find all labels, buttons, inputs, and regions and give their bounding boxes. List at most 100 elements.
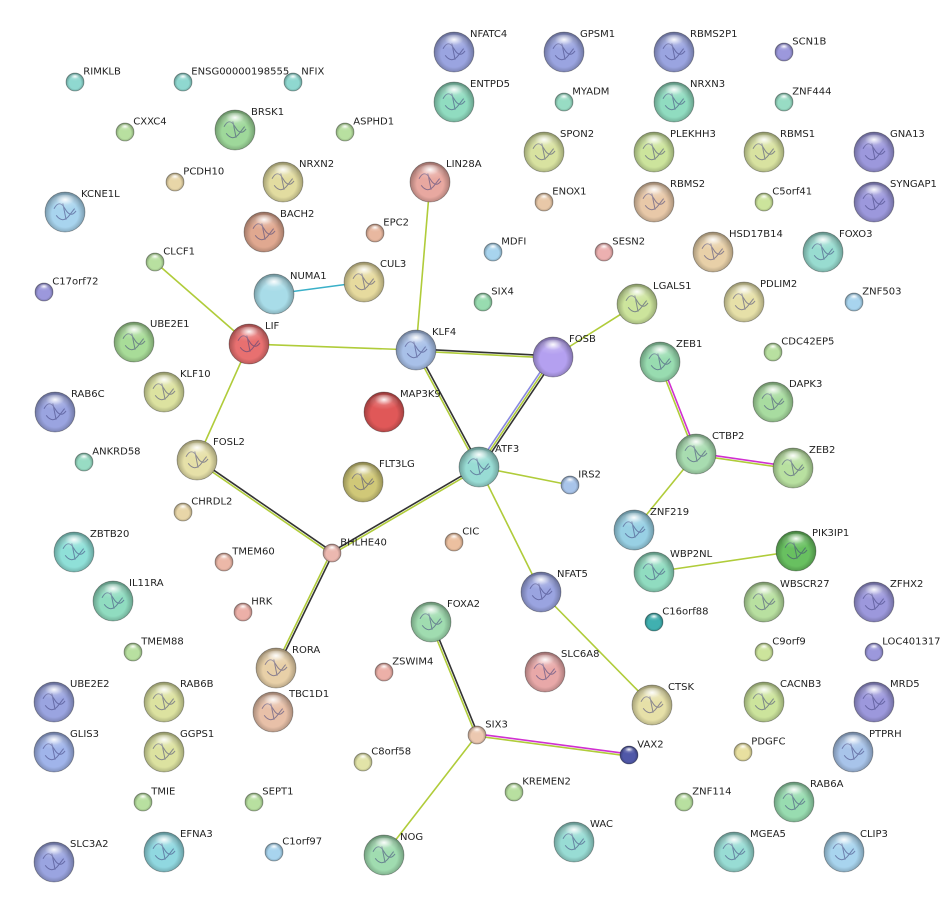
node-gna13[interactable]: GNA13 [853, 129, 925, 173]
node-c5orf41[interactable]: C5orf41 [754, 187, 812, 212]
node-rbms2p1[interactable]: RBMS2P1 [653, 29, 738, 73]
node-nfat5[interactable]: NFAT5 [520, 569, 588, 613]
node-kremen2[interactable]: KREMEN2 [504, 777, 571, 802]
node-nfatc4[interactable]: NFATC4 [433, 29, 507, 73]
node-znf219[interactable]: ZNF219 [613, 507, 689, 551]
node-myadm[interactable]: MYADM [554, 87, 609, 112]
node-klf10[interactable]: KLF10 [143, 369, 211, 413]
node-loc401317[interactable]: LOC401317 [864, 637, 941, 662]
node-plekhh3[interactable]: PLEKHH3 [633, 129, 716, 173]
node-map3k9[interactable]: MAP3K9 [363, 389, 441, 433]
node-vax2[interactable]: VAX2 [619, 740, 664, 765]
node-znf444[interactable]: ZNF444 [774, 87, 831, 112]
node-lin28a[interactable]: LIN28A [409, 159, 482, 203]
node-rab6c[interactable]: RAB6C [34, 389, 105, 433]
node-foxo3[interactable]: FOXO3 [802, 229, 872, 273]
node-zfhx2[interactable]: ZFHX2 [853, 579, 923, 623]
node-sesn2[interactable]: SESN2 [594, 237, 645, 262]
node-nog[interactable]: NOG [363, 832, 423, 876]
node-lif[interactable]: LIF [228, 321, 280, 365]
node-mdfi[interactable]: MDFI [483, 237, 526, 262]
node-slc3a2[interactable]: SLC3A2 [33, 839, 108, 883]
node-ube2e1[interactable]: UBE2E1 [113, 319, 190, 363]
node-mrd5[interactable]: MRD5 [853, 679, 920, 723]
node-zbtb20[interactable]: ZBTB20 [53, 529, 129, 573]
node-ctsk[interactable]: CTSK [631, 682, 694, 726]
node-fosb[interactable]: FOSB [532, 334, 596, 378]
node-pdgfc[interactable]: PDGFC [733, 737, 786, 762]
node-hsd17b14[interactable]: HSD17B14 [692, 229, 783, 273]
node-ankrd58[interactable]: ANKRD58 [74, 447, 141, 472]
node-nrxn2[interactable]: NRXN2 [262, 159, 334, 203]
node-klf4[interactable]: KLF4 [395, 327, 456, 371]
node-foxa2[interactable]: FOXA2 [410, 599, 480, 643]
node-nrxn3[interactable]: NRXN3 [653, 79, 725, 123]
node-flt3lg[interactable]: FLT3LG [342, 459, 415, 503]
node-chrdl2[interactable]: CHRDL2 [173, 497, 232, 522]
node-bach2[interactable]: BACH2 [243, 209, 314, 253]
node-cdc42ep5[interactable]: CDC42EP5 [763, 337, 834, 362]
node-tmem60[interactable]: TMEM60 [214, 547, 275, 572]
node-znf503[interactable]: ZNF503 [844, 287, 901, 312]
node-cul3[interactable]: CUL3 [343, 259, 406, 303]
node-zswim4[interactable]: ZSWIM4 [374, 657, 433, 682]
node-wbscr27[interactable]: WBSCR27 [743, 579, 830, 623]
node-fosl2[interactable]: FOSL2 [176, 437, 245, 481]
node-scn1b[interactable]: SCN1B [774, 37, 826, 62]
node-rbms1[interactable]: RBMS1 [743, 129, 815, 173]
node-gpsm1[interactable]: GPSM1 [543, 29, 615, 73]
node-tmem88[interactable]: TMEM88 [123, 637, 184, 662]
node-ptprh[interactable]: PTPRH [832, 729, 902, 773]
node-slc6a8[interactable]: SLC6A8 [524, 649, 599, 693]
node-lgals1[interactable]: LGALS1 [616, 281, 691, 325]
node-atf3[interactable]: ATF3 [458, 444, 519, 488]
node-syngap1[interactable]: SYNGAP1 [853, 179, 937, 223]
node-c8orf58[interactable]: C8orf58 [353, 747, 411, 772]
node-pcdh10[interactable]: PCDH10 [165, 167, 224, 192]
node-epc2[interactable]: EPC2 [365, 218, 409, 243]
node-ggps1[interactable]: GGPS1 [143, 729, 214, 773]
node-brsk1[interactable]: BRSK1 [214, 107, 284, 151]
node-six4[interactable]: SIX4 [473, 287, 514, 312]
node-ensg00000198555[interactable]: ENSG00000198555 [173, 67, 289, 92]
node-entpd5[interactable]: ENTPD5 [433, 79, 510, 123]
node-tmie[interactable]: TMIE [133, 787, 175, 812]
node-nfix[interactable]: NFIX [283, 67, 324, 92]
node-irs2[interactable]: IRS2 [560, 470, 601, 495]
node-tbc1d1[interactable]: TBC1D1 [252, 689, 329, 733]
node-bhlhe40[interactable]: BHLHE40 [322, 538, 387, 563]
node-pdlim2[interactable]: PDLIM2 [723, 279, 797, 323]
node-kcne1l[interactable]: KCNE1L [44, 189, 120, 233]
node-pik3ip1[interactable]: PIK3IP1 [775, 528, 849, 572]
node-mgea5[interactable]: MGEA5 [713, 829, 786, 873]
node-numa1[interactable]: NUMA1 [253, 271, 327, 315]
node-rimklb[interactable]: RIMKLB [65, 67, 121, 92]
node-enox1[interactable]: ENOX1 [534, 187, 587, 212]
node-wac[interactable]: WAC [553, 819, 613, 863]
node-rab6a[interactable]: RAB6A [773, 779, 844, 823]
node-rbms2[interactable]: RBMS2 [633, 179, 705, 223]
node-glis3[interactable]: GLIS3 [33, 729, 99, 773]
node-asphd1[interactable]: ASPHD1 [335, 117, 394, 142]
node-clip3[interactable]: CLIP3 [823, 829, 888, 873]
node-ube2e2[interactable]: UBE2E2 [33, 679, 110, 723]
node-cic[interactable]: CIC [444, 527, 479, 552]
node-znf114[interactable]: ZNF114 [674, 787, 731, 812]
node-six3[interactable]: SIX3 [467, 720, 508, 745]
node-c17orf72[interactable]: C17orf72 [34, 277, 98, 302]
node-zeb2[interactable]: ZEB2 [772, 445, 835, 489]
node-efna3[interactable]: EFNA3 [143, 829, 213, 873]
node-hrk[interactable]: HRK [233, 597, 273, 622]
node-c16orf88[interactable]: C16orf88 [644, 607, 708, 632]
node-cxxc4[interactable]: CXXC4 [115, 117, 167, 142]
node-wbp2nl[interactable]: WBP2NL [633, 549, 713, 593]
node-cacnb3[interactable]: CACNB3 [743, 679, 821, 723]
node-c1orf97[interactable]: C1orf97 [264, 837, 322, 862]
node-dapk3[interactable]: DAPK3 [752, 379, 822, 423]
node-ctbp2[interactable]: CTBP2 [675, 431, 744, 475]
node-rab6b[interactable]: RAB6B [143, 679, 214, 723]
node-clcf1[interactable]: CLCF1 [145, 247, 195, 272]
node-spon2[interactable]: SPON2 [523, 129, 594, 173]
node-sept1[interactable]: SEPT1 [244, 787, 293, 812]
node-il11ra[interactable]: IL11RA [92, 578, 164, 622]
